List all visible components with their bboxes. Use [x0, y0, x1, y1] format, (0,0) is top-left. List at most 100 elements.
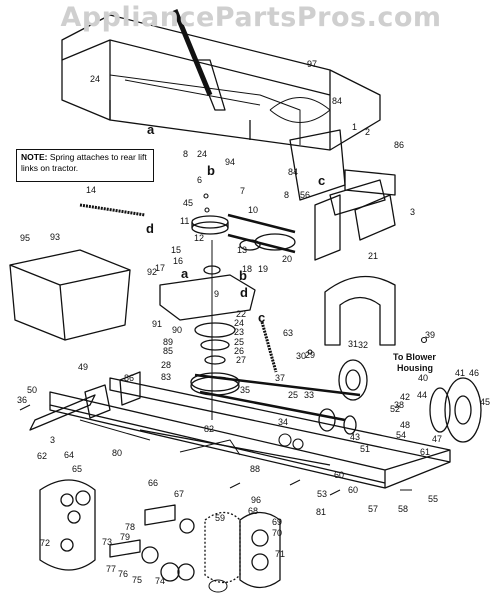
- callout: 64: [64, 450, 74, 460]
- callout: 42: [400, 392, 410, 402]
- letter-d: d: [146, 221, 154, 236]
- callout: 90: [172, 325, 182, 335]
- callout: 20: [282, 254, 292, 264]
- callout: 17: [155, 263, 165, 273]
- callout: 32: [358, 340, 368, 350]
- callout: 89: [163, 337, 173, 347]
- callout: 48: [400, 420, 410, 430]
- bracket-assembly: [289, 129, 396, 261]
- callout: 10: [248, 205, 258, 215]
- callout: 72: [40, 538, 50, 548]
- callout: 16: [173, 256, 183, 266]
- belt-shield: [324, 275, 396, 346]
- callout: 69: [272, 517, 282, 527]
- pivot-plate: [159, 274, 256, 321]
- callout: 21: [368, 251, 378, 261]
- hardware: [19, 193, 428, 496]
- callout: 41: [455, 368, 465, 378]
- callout: 51: [360, 444, 370, 454]
- letter-b-2: b: [239, 268, 247, 283]
- callout: 75: [132, 575, 142, 585]
- callout-circle: [208, 579, 228, 593]
- callout: 1: [352, 122, 357, 132]
- callout: 2: [365, 127, 370, 137]
- callout: 50: [27, 385, 37, 395]
- callout: 62: [37, 451, 47, 461]
- pulley-assembly: [191, 213, 296, 420]
- callout: 28: [161, 360, 171, 370]
- callout: 19: [258, 264, 268, 274]
- side-housing: [429, 377, 482, 443]
- callout: 55: [428, 494, 438, 504]
- callout: 6: [197, 175, 202, 185]
- callout: 43: [350, 432, 360, 442]
- callout: 37: [275, 373, 285, 383]
- letter-c: c: [318, 173, 325, 188]
- callout: 65: [72, 464, 82, 474]
- callout: 83: [161, 372, 171, 382]
- callout: 81: [316, 507, 326, 517]
- callout: 38: [394, 400, 404, 410]
- callout: 33: [304, 390, 314, 400]
- callout: 14: [86, 185, 96, 195]
- blower-label-2: Housing: [397, 363, 433, 373]
- callout: 76: [118, 569, 128, 579]
- callout: 60: [348, 485, 358, 495]
- callout: 84: [332, 96, 342, 106]
- chute-box: [9, 249, 131, 341]
- letter-a: a: [147, 122, 155, 137]
- callout: 12: [194, 233, 204, 243]
- callout: 34: [278, 417, 288, 427]
- callout: 74: [155, 576, 165, 586]
- callout: 56: [300, 190, 310, 200]
- linkage-rod: [179, 439, 241, 456]
- callout: 27: [236, 355, 246, 365]
- callout: 60: [334, 470, 344, 480]
- callout: 24: [234, 318, 244, 328]
- callout: 47: [432, 434, 442, 444]
- callout: 40: [418, 373, 428, 383]
- callout: 67: [174, 489, 184, 499]
- callout: 13: [237, 245, 247, 255]
- callout: 91: [152, 319, 162, 329]
- callout: 77: [106, 564, 116, 574]
- callout: 39: [425, 330, 435, 340]
- letter-c-2: c: [258, 310, 265, 325]
- callout: 97: [307, 59, 317, 69]
- callout: 63: [283, 328, 293, 338]
- callout: 58: [398, 504, 408, 514]
- callout: 53: [317, 489, 327, 499]
- letter-d-2: d: [240, 285, 248, 300]
- callout: 24: [90, 74, 100, 84]
- callout: 7: [240, 186, 245, 196]
- callout: 66: [148, 478, 158, 488]
- callout: 70: [272, 528, 282, 538]
- callout: 86: [394, 140, 404, 150]
- callout: 31: [348, 339, 358, 349]
- callout: 29: [305, 350, 315, 360]
- callout: 88: [250, 464, 260, 474]
- callout: 35: [240, 385, 250, 395]
- tension-spring: [260, 321, 278, 373]
- callout: 8: [183, 149, 188, 159]
- callout: 82: [204, 424, 214, 434]
- lift-handle: [172, 9, 226, 111]
- callout: 95: [20, 233, 30, 243]
- callout: 59: [215, 513, 225, 523]
- callout: 22: [236, 309, 246, 319]
- callout: 3: [410, 207, 415, 217]
- callout: 54: [396, 430, 406, 440]
- callout: 11: [180, 216, 189, 226]
- callout: 71: [275, 549, 285, 559]
- callout: 80: [112, 448, 122, 458]
- callout: 8: [284, 190, 289, 200]
- gear-housing-left: [39, 479, 96, 571]
- callout: 57: [368, 504, 378, 514]
- spring-note: NOTE: Spring attaches to rear lift links…: [16, 149, 154, 182]
- gasket: [204, 511, 241, 584]
- letter-b: b: [207, 163, 215, 178]
- callout: 61: [420, 447, 430, 457]
- callout: 79: [120, 532, 130, 542]
- note-text: Spring attaches to rear lift links on tr…: [21, 152, 147, 173]
